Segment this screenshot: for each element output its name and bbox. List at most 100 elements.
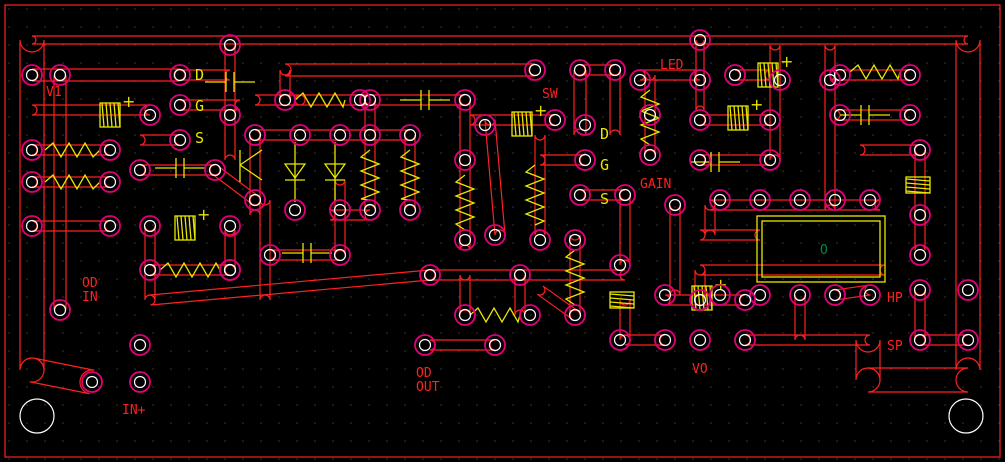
pad <box>359 199 381 221</box>
capacitor-hatch <box>609 301 635 305</box>
trace-segment <box>534 134 546 236</box>
pad-hole <box>103 219 117 233</box>
resistor-symbol <box>524 164 546 226</box>
polarity-mark: + <box>534 101 547 120</box>
pad-hole <box>528 63 542 77</box>
pad <box>359 89 381 111</box>
pad <box>244 189 266 211</box>
pad <box>654 284 676 306</box>
pad-hole <box>633 73 647 87</box>
label-od-out-1: OD <box>416 366 432 381</box>
pads <box>21 29 979 393</box>
pad <box>957 279 979 301</box>
pad <box>909 204 931 226</box>
pad-hole <box>763 153 777 167</box>
pad-hole <box>333 128 347 142</box>
pad-hole <box>25 68 39 82</box>
pad <box>604 59 626 81</box>
capacitor-hatch <box>188 215 192 241</box>
capacitor-hatch <box>609 305 635 309</box>
pad-hole <box>823 73 837 87</box>
label-gate-1: G <box>195 97 204 115</box>
pad <box>419 264 441 286</box>
pad <box>609 329 631 351</box>
pad-hole <box>278 93 292 107</box>
pad <box>829 104 851 126</box>
capacitor-hatch <box>745 105 749 131</box>
pad <box>169 64 191 86</box>
label-gain: GAIN <box>640 177 671 192</box>
pad <box>899 64 921 86</box>
pad <box>689 149 711 171</box>
label-hp: HP <box>887 291 903 306</box>
capacitor-hatch <box>763 62 767 88</box>
pad-hole <box>913 248 927 262</box>
pad-hole <box>103 143 117 157</box>
pad-hole <box>693 333 707 347</box>
pad-hole <box>693 293 707 307</box>
pad-hole <box>333 248 347 262</box>
pad-hole <box>713 193 727 207</box>
polarity-mark: + <box>750 95 763 114</box>
capacitor-hatch <box>105 102 109 128</box>
pad <box>734 329 756 351</box>
capacitor-hatch <box>729 105 733 131</box>
pad <box>349 89 371 111</box>
ic-inner-outline <box>761 220 881 278</box>
pad-hole <box>573 63 587 77</box>
pad <box>139 215 161 237</box>
label-v1: V1 <box>46 85 62 100</box>
resistor-symbol <box>454 174 476 231</box>
pad <box>524 59 546 81</box>
label-od-in-1: OD <box>82 276 98 291</box>
pad-hole <box>53 68 67 82</box>
pad-hole <box>828 193 842 207</box>
capacitor-hatch <box>521 111 525 137</box>
pad-hole <box>728 68 742 82</box>
pad <box>614 184 636 206</box>
label-vo: VO <box>692 362 708 377</box>
ic-outline <box>756 215 886 283</box>
label-led: LED <box>660 58 684 73</box>
capacitor-hatch <box>759 62 763 88</box>
pad <box>454 89 476 111</box>
pad-hole <box>478 118 492 132</box>
pad-hole <box>738 293 752 307</box>
label-od-in-2: IN <box>82 290 98 305</box>
pad <box>689 109 711 131</box>
pad <box>49 299 71 321</box>
pad-hole <box>613 333 627 347</box>
pad <box>329 124 351 146</box>
pad <box>769 69 791 91</box>
capacitor-hatch <box>609 297 635 301</box>
capacitor-hatch <box>184 215 188 241</box>
pad <box>219 259 241 281</box>
pad <box>329 244 351 266</box>
pad-hole <box>173 133 187 147</box>
pad <box>689 329 711 351</box>
pad-hole <box>618 188 632 202</box>
pad-hole <box>903 108 917 122</box>
pad <box>139 104 161 126</box>
pad <box>639 144 661 166</box>
capacitor-hatch <box>176 215 180 241</box>
resistor-symbol <box>44 173 101 191</box>
pad <box>454 304 476 326</box>
pad <box>484 224 506 246</box>
pad-hole <box>568 308 582 322</box>
pad <box>399 124 421 146</box>
pad <box>99 215 121 237</box>
pad-hole <box>223 38 237 52</box>
pad <box>21 64 43 86</box>
pad <box>219 34 241 56</box>
pad <box>474 114 496 136</box>
pad-hole <box>53 303 67 317</box>
trace-segment <box>867 367 969 393</box>
capacitor-hatch <box>113 102 117 128</box>
pad-hole <box>713 288 727 302</box>
pad <box>899 104 921 126</box>
pad-hole <box>143 108 157 122</box>
label-drain-1: D <box>195 66 204 84</box>
pad <box>204 159 226 181</box>
pad <box>219 215 241 237</box>
